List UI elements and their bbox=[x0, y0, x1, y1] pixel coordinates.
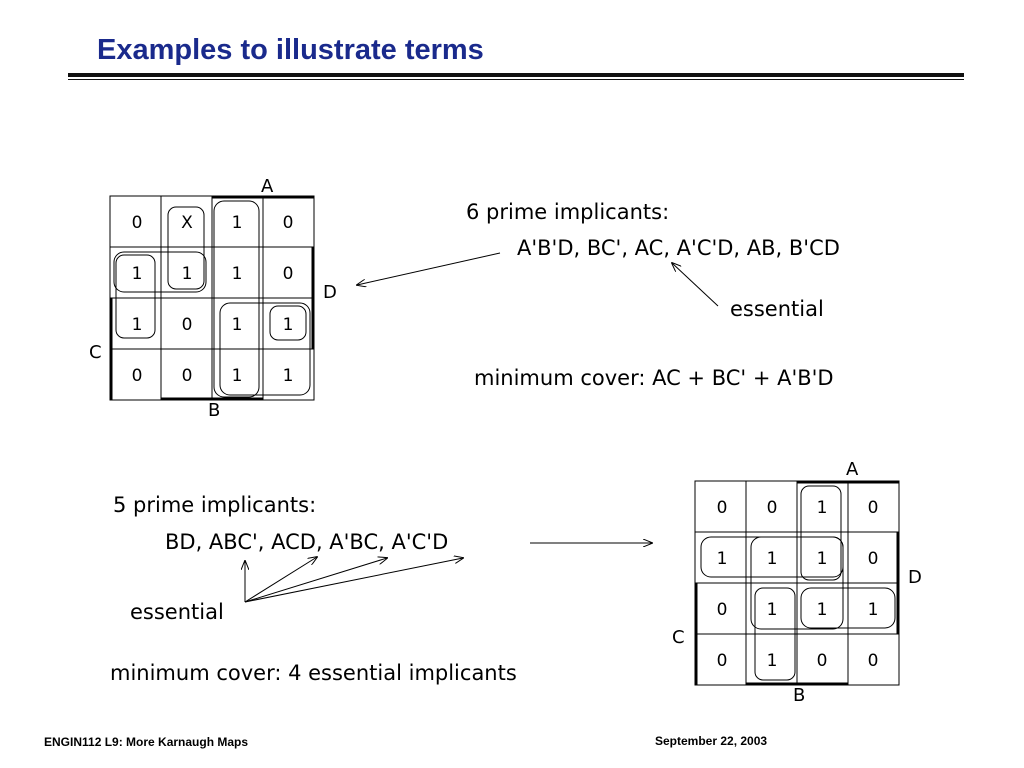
kmap-label-b: B bbox=[208, 400, 220, 421]
kmap-cell: 1 bbox=[817, 600, 828, 620]
implicant-loop bbox=[167, 206, 205, 290]
arrow-to-kmap-1 bbox=[357, 252, 501, 285]
minimum-cover-2: minimum cover: 4 essential implicants bbox=[110, 661, 517, 685]
kmap-cell: 0 bbox=[868, 651, 879, 671]
kmap-cell: 0 bbox=[868, 549, 879, 569]
kmap-cell: 0 bbox=[182, 366, 193, 386]
implicant-loop bbox=[269, 305, 307, 341]
kmap-cell: 0 bbox=[717, 651, 728, 671]
implicant-loop bbox=[800, 587, 896, 629]
implicant-loops bbox=[700, 485, 896, 681]
implicant-loop bbox=[115, 254, 156, 339]
footer-date: September 22, 2003 bbox=[655, 734, 768, 748]
essential-label-1: essential bbox=[730, 297, 824, 321]
essential-label-2: essential bbox=[130, 600, 224, 624]
kmap-label-b: B bbox=[793, 685, 805, 706]
prime-implicants-heading-1: 6 prime implicants: bbox=[466, 200, 670, 224]
kmap-cell: 1 bbox=[767, 549, 778, 569]
prime-implicants-heading-2: 5 prime implicants: bbox=[113, 493, 317, 517]
kmap-cell: 0 bbox=[132, 366, 143, 386]
kmap-cell: 0 bbox=[132, 213, 143, 233]
implicant-loop bbox=[800, 485, 842, 581]
kmap-variable-bars bbox=[694, 480, 900, 686]
arrow-essential-1 bbox=[672, 263, 719, 307]
kmap-cell: 0 bbox=[817, 651, 828, 671]
kmap-cell: 0 bbox=[767, 498, 778, 518]
kmap-cell: 1 bbox=[767, 651, 778, 671]
kmap-cell: 0 bbox=[868, 498, 879, 518]
kmap-cell: 1 bbox=[182, 264, 193, 284]
kmap-label-c: C bbox=[89, 342, 102, 363]
kmap-cell: 1 bbox=[232, 315, 243, 335]
kmap-label-a: A bbox=[846, 459, 859, 480]
kmap-label-c: C bbox=[672, 627, 685, 648]
kmap-cell: 1 bbox=[232, 264, 243, 284]
implicant-loop bbox=[113, 251, 207, 293]
implicant-loop bbox=[750, 536, 844, 630]
kmap-cell: 0 bbox=[717, 498, 728, 518]
prime-implicants-list-1: A'B'D, BC', AC, A'C'D, AB, B'CD bbox=[517, 236, 840, 260]
kmap-example-1: A D C B 0 X 1 0 1 1 1 0 1 0 1 1 0 0 1 1 bbox=[89, 176, 337, 421]
minimum-cover-1: minimum cover: AC + BC' + A'B'D bbox=[474, 366, 834, 390]
kmap-label-a: A bbox=[261, 176, 274, 197]
kmap-cell: 1 bbox=[817, 549, 828, 569]
implicant-loops bbox=[113, 200, 311, 398]
implicant-loop bbox=[754, 587, 796, 681]
kmap-cell: 1 bbox=[283, 315, 294, 335]
kmap-cell: 0 bbox=[717, 600, 728, 620]
footer-course: ENGIN112 L9: More Karnaugh Maps bbox=[44, 735, 249, 749]
implicant-loop bbox=[213, 200, 260, 398]
kmap-example-2: A D C B 0 0 1 0 1 1 1 0 0 1 1 1 0 1 0 0 bbox=[672, 459, 922, 706]
kmap-cell: 0 bbox=[283, 213, 294, 233]
arrow-essential-2 bbox=[244, 558, 387, 603]
title-rule-thin bbox=[68, 79, 964, 80]
kmap-cell: 1 bbox=[232, 213, 243, 233]
kmap-label-d: D bbox=[323, 282, 337, 303]
title-rule bbox=[68, 73, 964, 77]
arrow-essential-2 bbox=[244, 557, 317, 603]
kmap-cell: 1 bbox=[132, 315, 143, 335]
kmap-cell: 1 bbox=[817, 498, 828, 518]
kmap-cell: 1 bbox=[868, 600, 879, 620]
prime-implicants-list-2: BD, ABC', ACD, A'BC, A'C'D bbox=[165, 530, 449, 554]
kmap-cell: 1 bbox=[132, 264, 143, 284]
kmap-cell: 0 bbox=[182, 315, 193, 335]
kmap-cell: X bbox=[181, 213, 193, 233]
kmap-cell: 1 bbox=[232, 366, 243, 386]
slide-title: Examples to illustrate terms bbox=[97, 34, 484, 66]
implicant-loop bbox=[219, 302, 311, 396]
kmap-cell: 1 bbox=[717, 549, 728, 569]
kmap-label-d: D bbox=[908, 567, 922, 588]
kmap-cell: 0 bbox=[283, 264, 294, 284]
arrow-essential-2 bbox=[244, 558, 463, 603]
kmap-variable-bars bbox=[109, 195, 315, 401]
kmap-cell: 1 bbox=[283, 366, 294, 386]
kmap-cell: 1 bbox=[767, 600, 778, 620]
